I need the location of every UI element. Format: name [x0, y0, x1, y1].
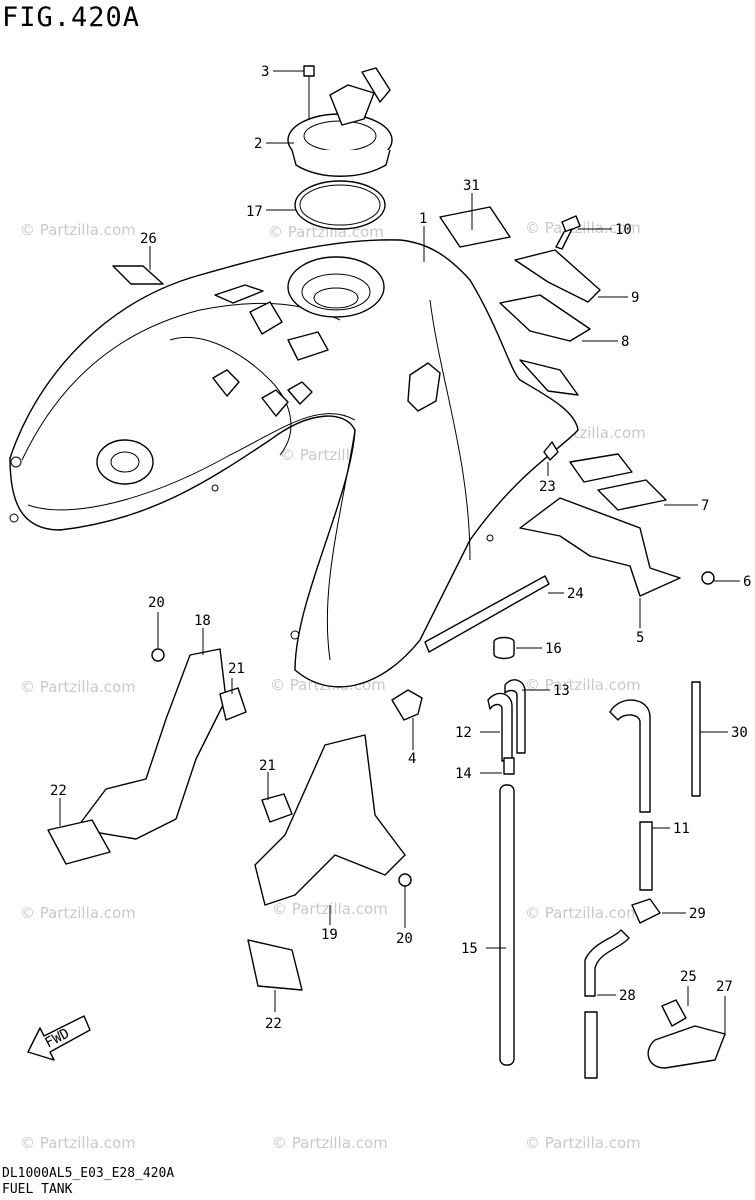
cushion-7a: [569, 453, 633, 483]
callout-10: 10: [615, 222, 632, 238]
watermark: © Partzilla.com: [525, 1134, 641, 1152]
callout-7: 7: [701, 498, 709, 514]
damper-pad-31: [439, 206, 511, 248]
callout-16: 16: [545, 641, 562, 657]
bolt-6: [701, 571, 715, 585]
callout-28: 28: [619, 988, 636, 1004]
watermark: © Partzilla.com: [525, 676, 641, 694]
damper-pad-26: [112, 265, 164, 285]
callout-labels: 3 2 17 1 31 26 10 9 8 23 7 6 5 24 16 13 …: [50, 64, 751, 1032]
callout-24: 24: [567, 586, 584, 602]
callout-14: 14: [455, 766, 472, 782]
callout-26: 26: [140, 231, 157, 247]
callout-25: 25: [680, 969, 697, 985]
watermark: © Partzilla.com: [20, 221, 136, 239]
fuel-cap-assembly: [287, 65, 393, 230]
callout-8: 8: [621, 334, 629, 350]
strip-24: [424, 575, 550, 653]
clip-23: [543, 441, 559, 461]
callout-9: 9: [631, 290, 639, 306]
callout-27: 27: [716, 979, 733, 995]
callout-30: 30: [731, 725, 748, 741]
callout-22b: 22: [265, 1016, 282, 1032]
callout-3: 3: [261, 64, 269, 80]
callout-5: 5: [636, 630, 644, 646]
callout-22: 22: [50, 783, 67, 799]
callout-31: 31: [463, 178, 480, 194]
watermark: © Partzilla.com: [272, 1134, 388, 1152]
callout-21: 21: [228, 661, 245, 677]
footer-model-code: DL1000AL5_E03_E28_420A: [2, 1166, 175, 1181]
callout-13: 13: [553, 683, 570, 699]
cushion-7: [597, 479, 667, 511]
bracket-8: [499, 294, 591, 342]
bracket-5: [519, 497, 681, 597]
callout-12: 12: [455, 725, 472, 741]
callout-20b: 20: [396, 931, 413, 947]
callout-20: 20: [148, 595, 165, 611]
leader-lines: [59, 70, 740, 1036]
callout-2: 2: [254, 136, 262, 152]
callout-23: 23: [539, 479, 556, 495]
callout-4: 4: [408, 751, 416, 767]
bolt-25: [661, 999, 687, 1027]
bolt-10: [555, 215, 581, 250]
damper-16: [493, 636, 515, 660]
bracket-27: [647, 1025, 726, 1069]
bracket-9: [514, 249, 601, 303]
watermark: © Partzilla.com: [20, 904, 136, 922]
callout-6: 6: [743, 574, 751, 590]
bracket-19-group: [247, 734, 412, 991]
watermark: © Partzilla.com: [20, 1134, 136, 1152]
callout-15: 15: [461, 941, 478, 957]
callout-11: 11: [673, 821, 690, 837]
callout-1: 1: [419, 211, 427, 227]
watermark: © Partzilla.com: [20, 678, 136, 696]
callout-19: 19: [321, 927, 338, 943]
footer-caption: FUEL TANK: [2, 1182, 73, 1197]
connector-4: [391, 689, 423, 721]
watermark: © Partzilla.com: [525, 904, 641, 922]
callout-21b: 21: [259, 758, 276, 774]
figure-title: FIG.420A: [2, 2, 141, 33]
fwd-arrow: FWD: [27, 1015, 91, 1061]
callout-18: 18: [194, 613, 211, 629]
callout-17: 17: [246, 204, 263, 220]
fuel-tank: [9, 239, 579, 688]
hose-assembly: [487, 679, 701, 1079]
watermark: © Partzilla.com: [525, 219, 641, 237]
bracket-18-group: [47, 648, 247, 865]
callout-29: 29: [689, 906, 706, 922]
